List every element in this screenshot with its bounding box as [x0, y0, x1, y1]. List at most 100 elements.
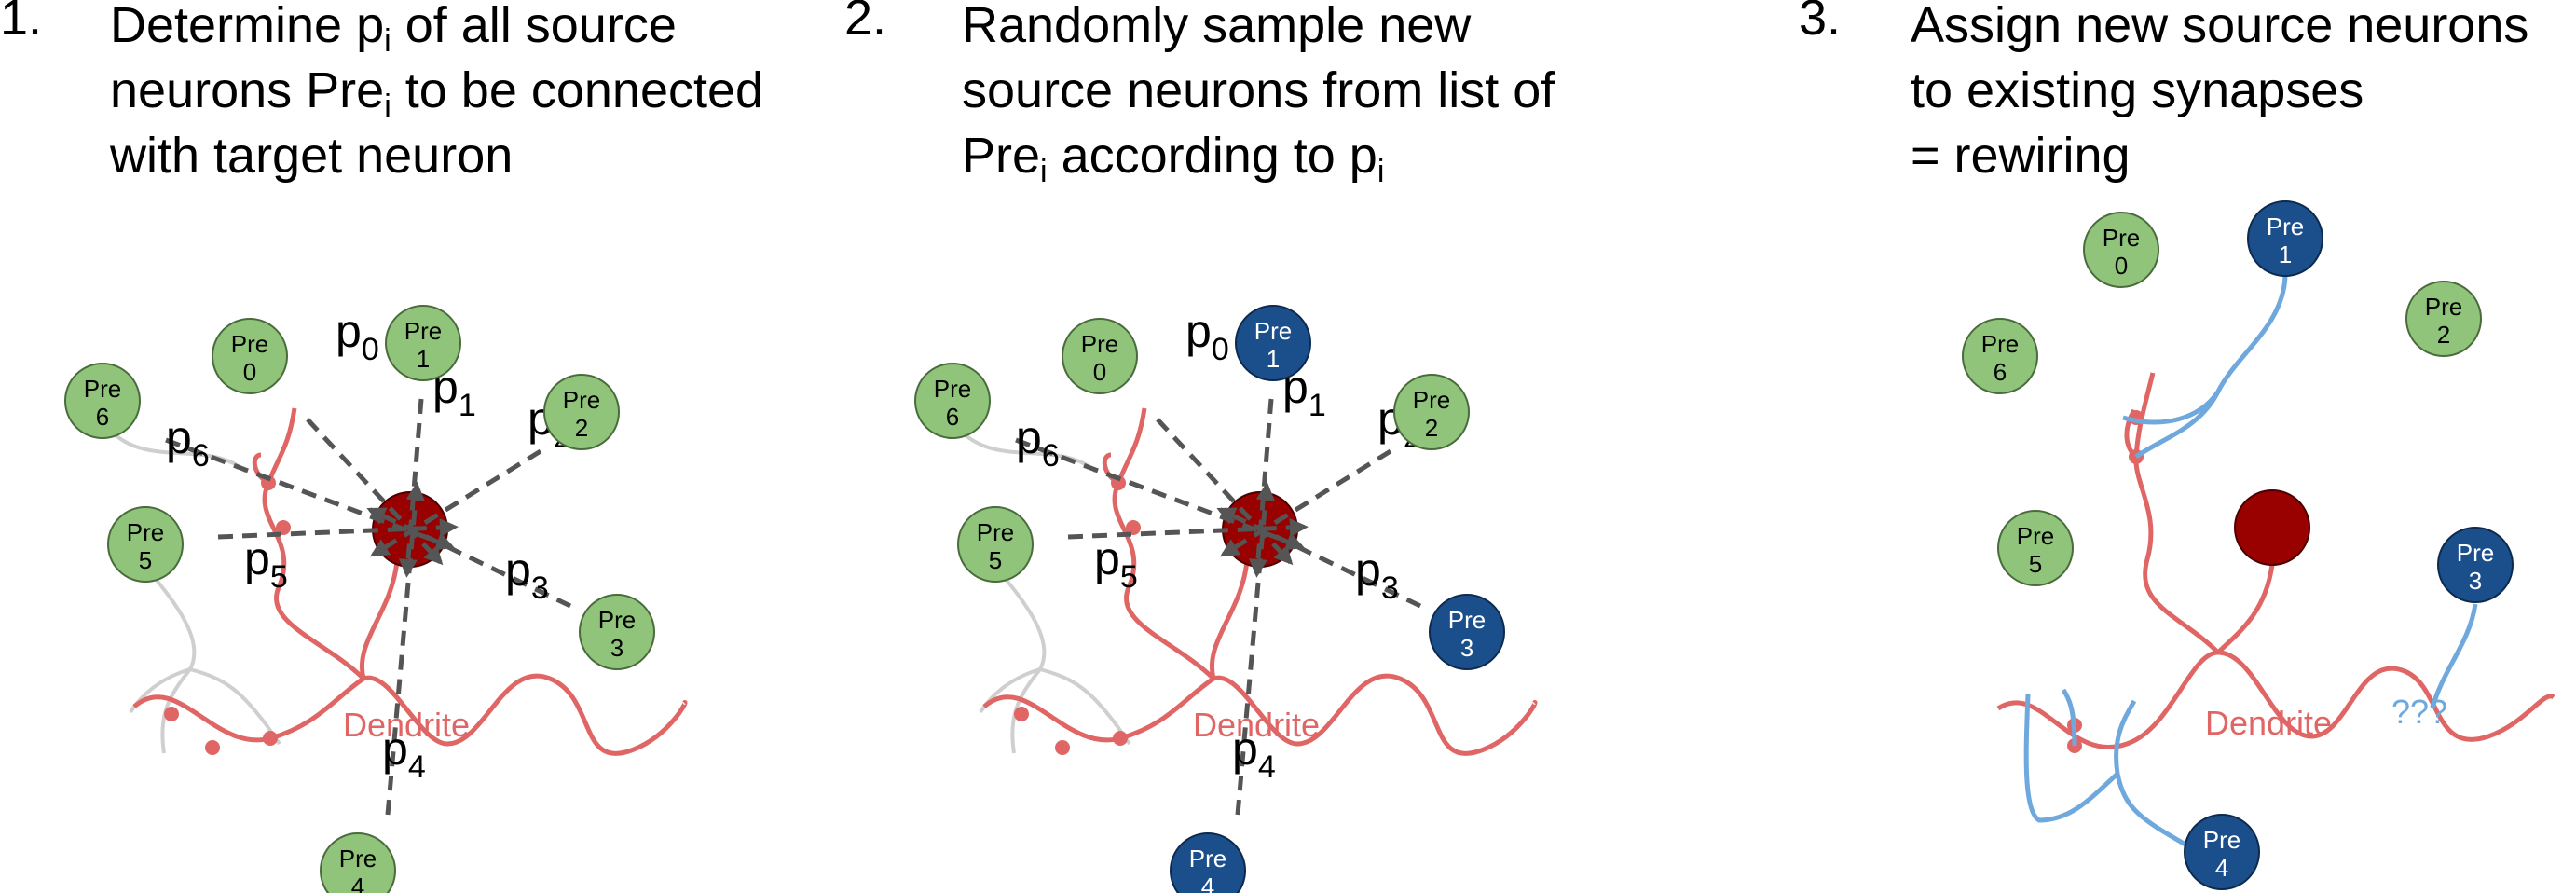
synapse-dot [205, 740, 220, 755]
dendrite-main-branch [132, 673, 688, 756]
neuron-label: Pre [339, 845, 377, 872]
neuron-index: 6 [946, 403, 959, 431]
neuron-body [320, 832, 396, 893]
old-axon-pre6 [951, 419, 1098, 474]
neuron-body [64, 363, 141, 439]
step-1-number: 1. [0, 0, 43, 46]
neuron-label: Pre [404, 317, 442, 345]
neuron-label: Pre [84, 375, 121, 403]
step-1-line-2: neurons Prei to be connected [110, 62, 764, 124]
neuron-label: Pre [2267, 213, 2304, 240]
probability-label-p3: p3 [505, 543, 549, 606]
old-axon-branch [1039, 667, 1131, 746]
old-axon-branch [189, 667, 281, 746]
dendrite-soma-branch [1210, 560, 1250, 680]
probability-arrow-0 [306, 418, 444, 566]
step-1-text: Determine pi of all source neurons Prei … [110, 0, 763, 188]
step-1-line-1: Determine pi of all source [110, 0, 677, 59]
dendrite-upper-branch [262, 407, 365, 680]
panel-1: Dendritep0p1p2p3p4p5p6Pre0Pre1Pre2Pre3Pr… [64, 305, 688, 893]
probability-label-p0: p0 [336, 305, 379, 367]
neuron-label: Pre [2425, 293, 2462, 321]
probability-arrow-4 [1235, 481, 1275, 816]
neuron-body [1170, 832, 1246, 893]
neuron-body [579, 594, 655, 670]
dendrite-soma-branch [360, 560, 400, 680]
step-3-text: Assign new source neurons to existing sy… [1911, 0, 2528, 188]
target-neuron [2234, 489, 2310, 566]
probability-arrow-2 [1219, 448, 1392, 557]
new-axon-pre3 [2430, 603, 2478, 709]
synapse-dot [1113, 731, 1128, 746]
synapse-dot [1055, 740, 1070, 755]
neuron-body [1962, 318, 2038, 394]
neuron-index: 4 [1201, 872, 1214, 893]
neuron-index: 0 [2115, 252, 2128, 280]
probability-arrow-5 [217, 517, 459, 540]
neuron-index: 2 [1425, 414, 1438, 442]
neuron-label: Pre [563, 386, 600, 414]
synapse-dot [276, 520, 291, 535]
synapse-dot [1126, 520, 1141, 535]
probability-label-p5: p5 [244, 532, 288, 595]
neuron-index: 6 [96, 403, 109, 431]
dendrite-main-branch [982, 673, 1538, 756]
neuron-index: 4 [2215, 854, 2228, 882]
neuron-label: Pre [1189, 845, 1226, 872]
neuron-body [212, 318, 288, 394]
probability-label-p6: p6 [166, 411, 210, 474]
neuron-body [2405, 281, 2482, 357]
step-3-line-2: to existing synapses [1911, 62, 2364, 118]
probability-arrow-6 [1015, 437, 1306, 551]
new-axon-pre1-branch [2134, 390, 2221, 460]
neuron-label: Pre [1981, 330, 2019, 358]
probability-arrow-3 [1216, 507, 1422, 609]
neuron-body [2247, 200, 2323, 277]
probability-arrow-3 [366, 507, 572, 609]
synapse-dot [263, 731, 278, 746]
neuron-index: 3 [610, 634, 623, 662]
neuron-label: Pre [231, 330, 268, 358]
probability-arrow-5 [1067, 517, 1309, 540]
neuron-index: 1 [417, 345, 430, 373]
neuron-index: 0 [1093, 358, 1106, 386]
neuron-index: 3 [1460, 634, 1473, 662]
neuron-label: Pre [127, 518, 164, 546]
new-axon-pre4-branch [2023, 693, 2119, 823]
neuron-body [107, 506, 184, 583]
neuron-index: 2 [575, 414, 588, 442]
neuron-body [1062, 318, 1138, 394]
new-axon-pre1 [2122, 275, 2288, 425]
neuron-label: Pre [1413, 386, 1450, 414]
neuron-index: 3 [2469, 567, 2482, 595]
dendrite-upper-branch [1112, 407, 1215, 680]
neuron-label: Pre [1081, 330, 1118, 358]
neuron-body [1235, 305, 1311, 381]
neuron-label: Pre [598, 606, 636, 634]
neuron-label: Pre [2457, 539, 2494, 567]
probability-arrow-2 [369, 448, 542, 557]
neuron-body [2437, 527, 2514, 603]
new-axon-pre4-twig [2061, 688, 2077, 747]
neuron-body [543, 374, 620, 450]
synapse-dot [1014, 707, 1029, 721]
probability-arrow-4 [385, 481, 425, 816]
neuron-index: 6 [1994, 358, 2007, 386]
neuron-index: 1 [1267, 345, 1280, 373]
